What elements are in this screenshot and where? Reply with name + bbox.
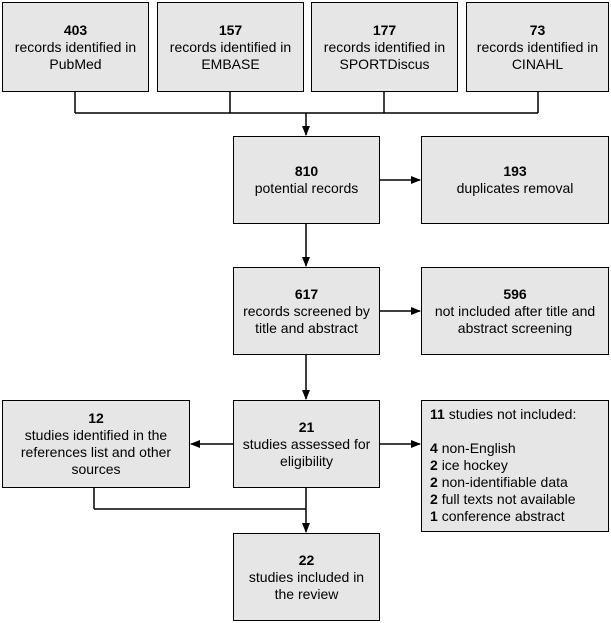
exclusion-reason: 1 conference abstract <box>430 508 600 525</box>
not-included-label: not included after title and abstract sc… <box>434 302 596 336</box>
source-box-pubmed: 403 records identified in PubMed <box>2 2 149 92</box>
potential-label: potential records <box>254 180 359 196</box>
potential-records-box: 810 potential records <box>233 136 380 224</box>
reason-count: 4 <box>430 440 438 456</box>
source-count: 73 <box>529 21 546 38</box>
exclusion-reason: 2 full texts not available <box>430 491 600 508</box>
source-label: records identified in CINAHL <box>476 38 599 72</box>
source-label: records identified in SPORTDiscus <box>323 38 446 72</box>
assessed-label: studies assessed for eligibility <box>242 435 371 469</box>
references-count: 12 <box>88 410 104 426</box>
reason-label: full texts not available <box>441 491 576 507</box>
references-box: 12 studies identified in the references … <box>2 400 190 488</box>
excluded-label: studies not included: <box>448 406 577 422</box>
references-label: studies identified in the references lis… <box>20 427 172 477</box>
excluded-studies-box: 11 studies not included: 4 non-English 2… <box>421 400 609 532</box>
assessed-box: 21 studies assessed for eligibility <box>233 400 380 488</box>
included-label: studies included in the review <box>248 568 365 602</box>
exclusion-reason: 4 non-English <box>430 440 600 457</box>
source-box-cinahl: 73 records identified in CINAHL <box>466 2 609 92</box>
exclusion-reason: 2 non-identifiable data <box>430 474 600 491</box>
screened-box: 617 records screened by title and abstra… <box>233 267 380 355</box>
duplicates-count: 193 <box>503 163 527 179</box>
source-box-embase: 157 records identified in EMBASE <box>157 2 304 92</box>
source-count: 157 <box>218 21 243 38</box>
reason-count: 2 <box>430 491 438 507</box>
source-count: 177 <box>372 21 397 38</box>
not-included-screening-box: 596 not included after title and abstrac… <box>421 267 609 355</box>
duplicates-box: 193 duplicates removal <box>421 136 609 224</box>
source-label: records identified in EMBASE <box>169 38 292 72</box>
source-count: 403 <box>63 21 88 38</box>
included-count: 22 <box>298 551 315 568</box>
reason-label: ice hockey <box>441 457 508 473</box>
screened-label: records screened by title and abstract <box>243 302 370 336</box>
reason-count: 2 <box>430 474 438 490</box>
duplicates-label: duplicates removal <box>456 180 574 196</box>
source-label: records identified in PubMed <box>14 38 137 72</box>
reason-label: non-identifiable data <box>441 474 568 490</box>
screened-count: 617 <box>294 285 319 302</box>
potential-count: 810 <box>294 163 319 179</box>
reason-count: 1 <box>430 508 438 524</box>
reason-count: 2 <box>430 457 438 473</box>
excluded-count: 11 <box>430 406 445 422</box>
not-included-count: 596 <box>503 285 527 302</box>
assessed-count: 21 <box>298 418 315 435</box>
reason-label: non-English <box>441 440 516 456</box>
excluded-heading: 11 studies not included: <box>430 406 600 423</box>
reason-label: conference abstract <box>441 508 565 524</box>
included-studies-box: 22 studies included in the review <box>233 533 380 621</box>
source-box-sportdiscus: 177 records identified in SPORTDiscus <box>311 2 458 92</box>
exclusion-reason: 2 ice hockey <box>430 457 600 474</box>
